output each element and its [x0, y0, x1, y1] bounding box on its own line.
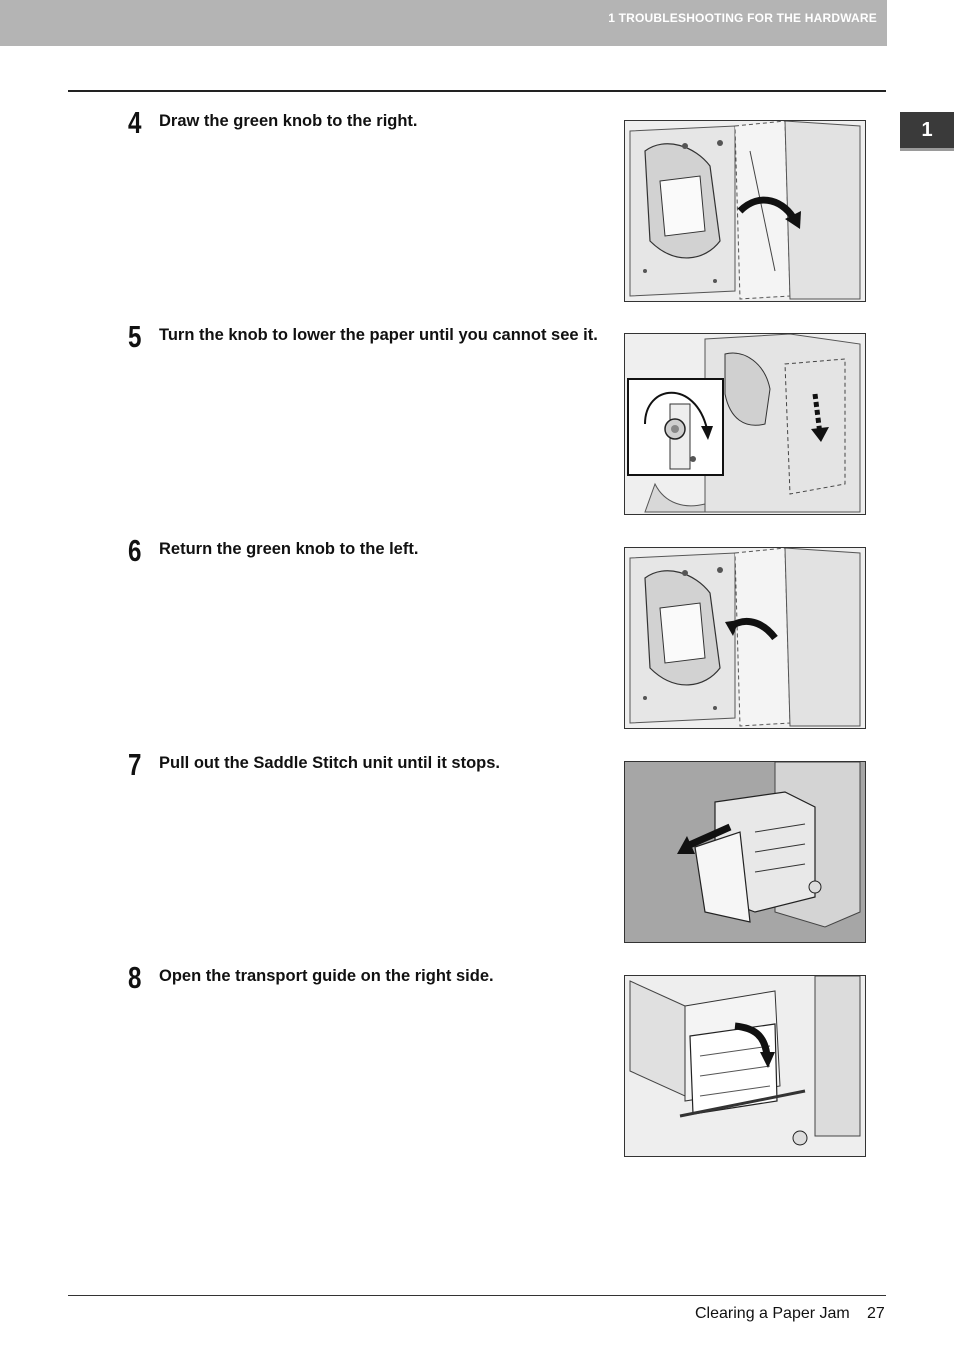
bottom-divider [68, 1295, 886, 1296]
step-number: 8 [128, 960, 142, 995]
finisher-knob-right-illustration [625, 121, 865, 301]
step-instruction: Draw the green knob to the right. [159, 112, 418, 130]
step-instruction: Open the transport guide on the right si… [159, 967, 494, 985]
step-instruction: Return the green knob to the left. [159, 540, 419, 558]
transport-guide-open-illustration [625, 976, 865, 1156]
header-bar: 1 TROUBLESHOOTING FOR THE HARDWARE [0, 0, 887, 46]
page-number: 27 [867, 1305, 885, 1322]
step-instruction: Pull out the Saddle Stitch unit until it… [159, 754, 500, 772]
step-instruction: Turn the knob to lower the paper until y… [159, 326, 598, 344]
step-number: 5 [128, 319, 142, 354]
footer-section-title: Clearing a Paper Jam [695, 1305, 850, 1322]
step-8-illustration [624, 975, 866, 1157]
chapter-header-title: 1 TROUBLESHOOTING FOR THE HARDWARE [608, 11, 877, 25]
chapter-tab[interactable]: 1 [900, 112, 954, 151]
step-5: 5 Turn the knob to lower the paper until… [0, 319, 954, 515]
step-number: 6 [128, 533, 142, 568]
step-4: 4 Draw the green knob to the right. [0, 105, 954, 302]
step-number: 7 [128, 747, 142, 782]
step-7: 7 Pull out the Saddle Stitch unit until … [0, 747, 954, 943]
saddle-stitch-pullout-illustration [625, 762, 865, 942]
step-7-illustration [624, 761, 866, 943]
turn-knob-illustration [625, 334, 865, 514]
step-8: 8 Open the transport guide on the right … [0, 960, 954, 1157]
finisher-knob-left-illustration [625, 548, 865, 728]
step-6-illustration [624, 547, 866, 729]
step-6: 6 Return the green knob to the left. [0, 533, 954, 729]
step-5-illustration [624, 333, 866, 515]
step-number: 4 [128, 105, 142, 140]
step-4-illustration [624, 120, 866, 302]
top-divider [68, 90, 886, 92]
